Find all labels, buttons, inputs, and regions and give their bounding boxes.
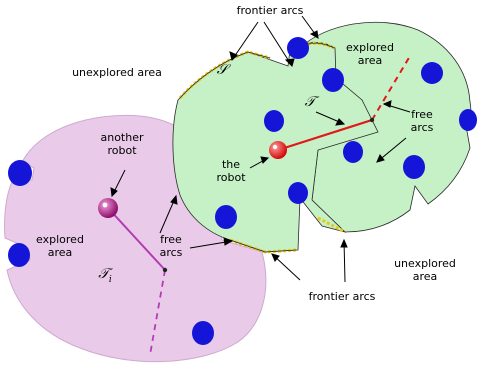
obstacle [8,243,30,267]
obstacle [459,109,477,131]
obstacle [8,160,32,186]
obstacle [421,62,443,84]
obstacle [343,141,363,163]
robot-magenta [98,198,118,218]
trajectory-t [277,118,373,152]
obstacles [8,37,477,345]
label-explored-area-right: explored area [346,41,394,67]
label-frontier-arcs-bottom: frontier arcs [308,290,376,303]
symbol-s: 𝒮 [216,62,228,78]
label-unexplored-area-top: unexplored area [72,66,162,79]
obstacle [215,205,237,229]
label-frontier-arcs-top: frontier arcs [236,4,304,17]
robot-red [269,141,287,159]
trajectory-ti-dashed [149,269,166,356]
frontier-arc-notch [317,216,346,234]
annotation-arrows [110,15,411,283]
label-the-robot: the robot [216,158,246,184]
obstacle [264,110,284,132]
obstacle [192,321,214,345]
label-explored-area-left: explored area [36,233,84,259]
obstacle [287,37,309,59]
trajectory-t-dashed [371,55,411,121]
obstacle [288,182,308,204]
label-unexplored-area-right: unexplored area [394,257,456,283]
label-free-arcs-right: free arcs [410,108,434,134]
symbol-ti: 𝒯i [98,266,112,285]
obstacle [403,155,425,179]
trajectory-ti [107,207,166,271]
obstacle [322,68,344,92]
label-another-robot: another robot [100,131,144,157]
label-free-arcs-center: free arcs [159,233,183,259]
symbol-t: 𝒯 [304,94,316,110]
